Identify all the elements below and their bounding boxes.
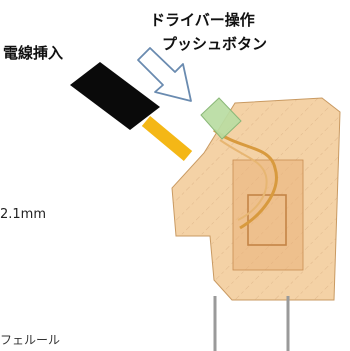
arrow-down-right-icon	[137, 47, 192, 102]
busbar	[247, 194, 287, 246]
wire-conductor	[141, 116, 193, 161]
inner-chamber	[232, 159, 304, 271]
push-button-label: プッシュボタン	[162, 35, 268, 53]
wire-jacket	[70, 62, 160, 130]
wire-size-label: 2.1mm	[0, 207, 47, 222]
leaf-spring-inner	[219, 139, 268, 221]
wire-insertion-label: 電線挿入	[3, 44, 64, 62]
push-button	[200, 97, 242, 140]
ferrule-label: フェルール	[0, 333, 61, 347]
driver-operation-label: ドライバー操作	[150, 11, 255, 29]
leaf-spring	[213, 128, 278, 230]
